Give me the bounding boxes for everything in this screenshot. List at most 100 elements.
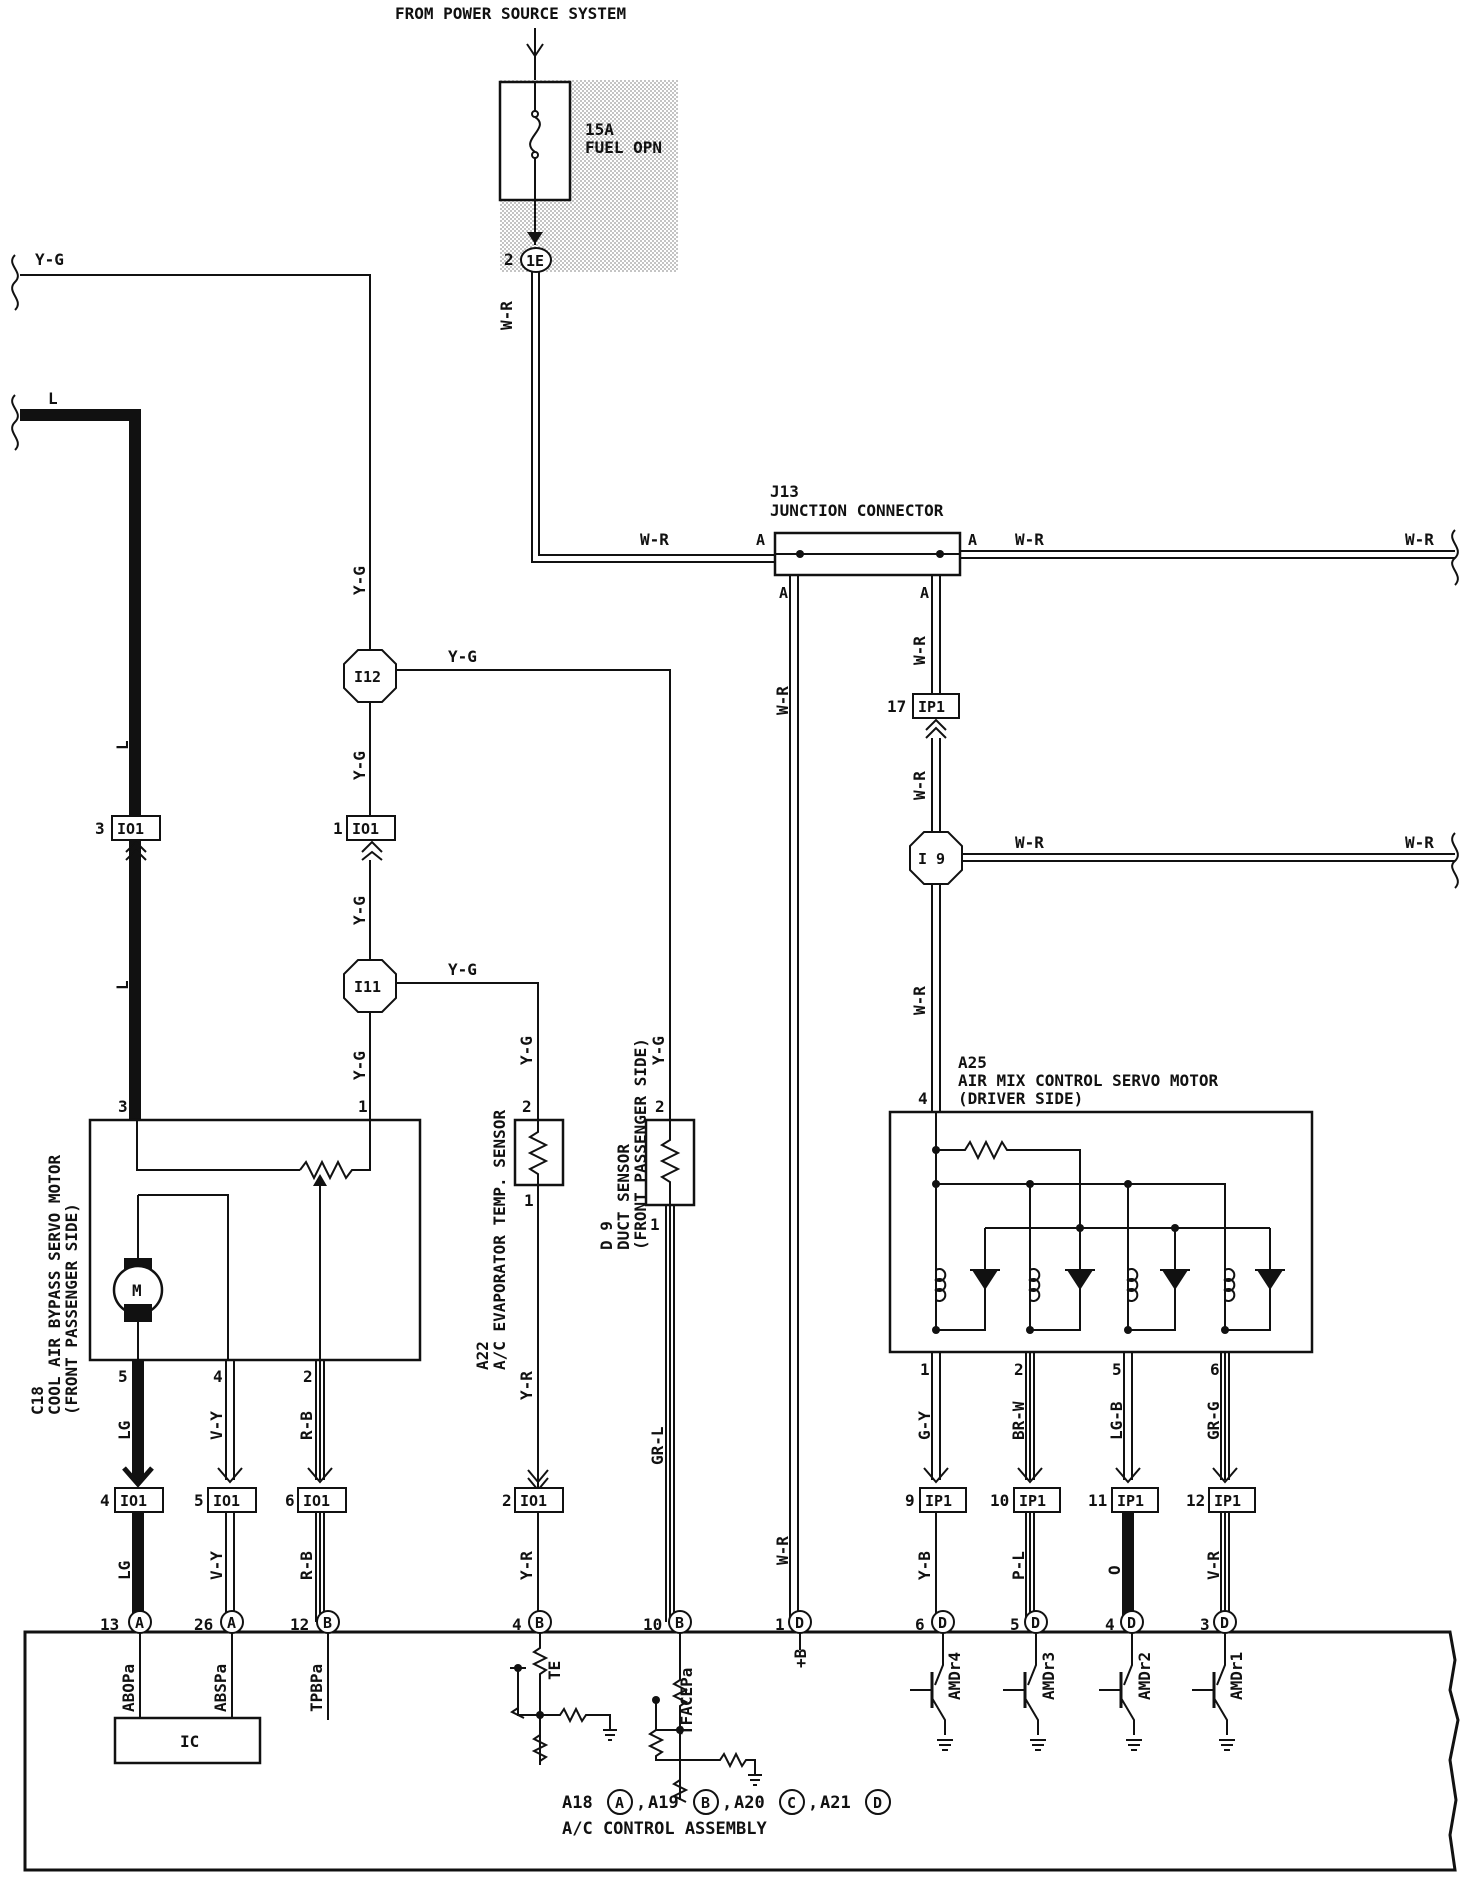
wire-label-l-3: L — [113, 980, 132, 990]
terminal-abopa: ABOPa — [119, 1664, 138, 1712]
wire-label-yg-5: Y-G — [350, 896, 369, 925]
svg-text:B: B — [675, 1614, 684, 1632]
d9-pin-1: 1 — [650, 1215, 660, 1234]
ecu-terminal-b-1: B — [316, 1610, 340, 1634]
svg-text:D: D — [1220, 1614, 1229, 1632]
transistor-amdr3-icon — [1003, 1633, 1046, 1751]
svg-text:IP1: IP1 — [1214, 1492, 1241, 1510]
wire-label-vy-1: V-Y — [207, 1411, 226, 1440]
wire-label-lgb: LG-B — [1107, 1401, 1126, 1440]
pin-3-io1: 3 — [95, 819, 105, 838]
pin-5-io1: 5 — [194, 1491, 204, 1510]
junction-name: JUNCTION CONNECTOR — [770, 501, 944, 520]
svg-text:I 9: I 9 — [918, 850, 945, 868]
connector-ip1-11: IP1 — [1111, 1487, 1159, 1513]
pin-10-ip1: 10 — [990, 1491, 1009, 1510]
wire-label-gy: G-Y — [915, 1411, 934, 1440]
wire-label-yg-4: Y-G — [350, 751, 369, 780]
ecu-terminal-a-1: A — [128, 1610, 152, 1634]
svg-text:D: D — [938, 1614, 947, 1632]
wire-label-wr-1: W-R — [497, 301, 516, 330]
junction-pin-a-right: A — [968, 531, 977, 549]
tfacepa-resistor-network-icon — [647, 1633, 762, 1803]
ac-control-assembly-box — [23, 1630, 1460, 1872]
wire-label-lg-1: LG — [115, 1421, 134, 1440]
wire-label-wr-3: W-R — [1015, 530, 1044, 549]
wire-label-vr: V-R — [1204, 1551, 1223, 1580]
connector-ip1-10: IP1 — [1013, 1487, 1061, 1513]
wire-label-wr-8: W-R — [910, 771, 929, 800]
connector-ip1-12: IP1 — [1208, 1487, 1256, 1513]
c18-name: COOL AIR BYPASS SERVO MOTOR — [45, 1155, 64, 1415]
terminal-abspa: ABSPa — [211, 1664, 230, 1712]
thermistor-icon — [659, 1120, 681, 1205]
terminal-amdr1: AMDr1 — [1227, 1652, 1246, 1700]
wire-label-wr-5: W-R — [773, 686, 792, 715]
a25-pin-4: 4 — [918, 1089, 928, 1108]
svg-text:A: A — [227, 1614, 236, 1632]
svg-text:D: D — [1127, 1614, 1136, 1632]
power-arrow-icon — [526, 28, 544, 82]
svg-text:B: B — [535, 1614, 544, 1632]
transistor-amdr1-icon — [1192, 1633, 1235, 1751]
connector-io1-2: IO1 — [514, 1487, 564, 1513]
svg-text:A: A — [615, 1794, 624, 1812]
ecu-terminal-d-1: D — [788, 1610, 812, 1634]
fuse-icon — [529, 82, 541, 200]
wire-label-yb: Y-B — [915, 1551, 934, 1580]
connector-1e-label: 1E — [526, 252, 544, 270]
c18-pin-3: 3 — [118, 1097, 128, 1116]
wire-label-wr-11: W-R — [910, 986, 929, 1015]
fuse-rating: 15A — [585, 120, 614, 139]
connector-io1-6: IO1 — [297, 1487, 347, 1513]
junction-pin-a-bottom1: A — [779, 584, 788, 602]
svg-text:IO1: IO1 — [117, 820, 144, 838]
connector-io1-3: IO1 — [111, 815, 161, 841]
svg-text:IO1: IO1 — [303, 1492, 330, 1510]
junction-pin-a-left: A — [756, 531, 765, 549]
ecu-terminal-d-3: D — [1024, 1610, 1048, 1634]
wire-label-pl: P-L — [1009, 1551, 1028, 1580]
wire-label-l-1: L — [48, 389, 58, 408]
ecu-terminal-d-5: D — [1213, 1610, 1237, 1634]
a25-side: (DRIVER SIDE) — [958, 1089, 1083, 1108]
svg-text:M: M — [132, 1281, 142, 1300]
terminal-tpbpa: TPBPa — [307, 1664, 326, 1712]
wire-label-yg-9: Y-G — [649, 1036, 668, 1065]
svg-text:A: A — [135, 1614, 144, 1632]
svg-text:,: , — [722, 1793, 732, 1813]
terminal-amdr2: AMDr2 — [1135, 1652, 1154, 1700]
pin-11-ip1: 11 — [1088, 1491, 1107, 1510]
svg-text:A19: A19 — [648, 1793, 679, 1813]
wire-label-wr-6: W-R — [773, 1536, 792, 1565]
a25-pin-2: 2 — [1014, 1360, 1024, 1379]
svg-text:B: B — [323, 1614, 332, 1632]
transistor-amdr2-icon — [1099, 1633, 1142, 1751]
a25-box — [888, 1110, 1314, 1354]
terminal-amdr4: AMDr4 — [945, 1652, 964, 1700]
svg-text:C: C — [787, 1794, 796, 1812]
wire-label-yr-1: Y-R — [517, 1371, 536, 1400]
a25-internal-circuit — [932, 1112, 1285, 1334]
svg-text:IO1: IO1 — [352, 820, 379, 838]
motor-icon: M — [112, 1258, 164, 1322]
pin-6-io1: 6 — [285, 1491, 295, 1510]
d9-name: DUCT SENSOR — [614, 1144, 633, 1250]
pin-2-io1: 2 — [502, 1491, 512, 1510]
a25-pin-6: 6 — [1210, 1360, 1220, 1379]
te-resistor-network-icon — [510, 1633, 617, 1765]
fuse-name: FUEL OPN — [585, 138, 662, 157]
svg-text:,: , — [808, 1793, 818, 1813]
wire-label-yg-1: Y-G — [35, 250, 64, 269]
wire-label-rb-2: R-B — [297, 1551, 316, 1580]
a25-pin-5: 5 — [1112, 1360, 1122, 1379]
svg-text:D: D — [1031, 1614, 1040, 1632]
wire-label-yg-3: Y-G — [448, 647, 477, 666]
a25-name: AIR MIX CONTROL SERVO MOTOR — [958, 1071, 1218, 1090]
wire-label-wr-10: W-R — [1405, 833, 1434, 852]
terminal-amdr3: AMDr3 — [1039, 1652, 1058, 1700]
wire-label-o: O — [1105, 1565, 1124, 1575]
wire-label-yr-2: Y-R — [517, 1551, 536, 1580]
ecu-pin-6: 6 — [915, 1615, 925, 1634]
